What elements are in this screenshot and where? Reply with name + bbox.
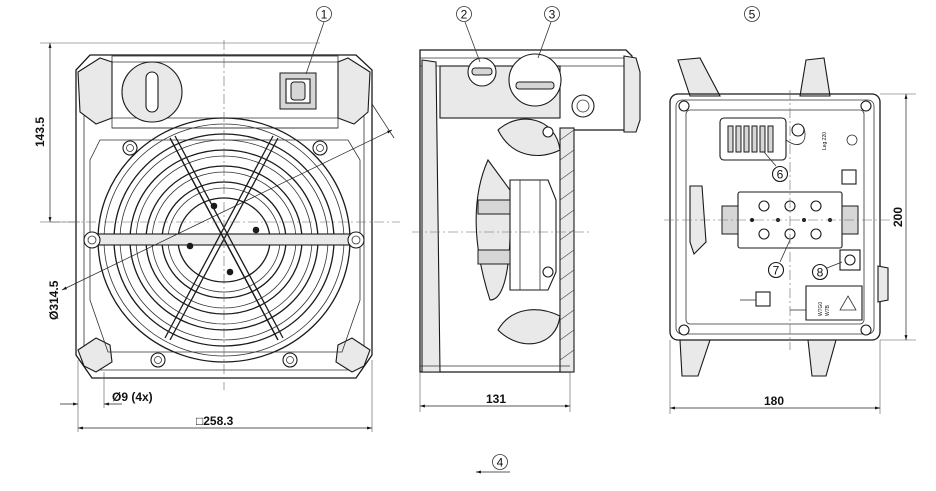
mount-screw [122, 140, 138, 156]
svg-text:3: 3 [549, 8, 556, 22]
label-top: Leg.220 [822, 132, 828, 150]
svg-text:5: 5 [749, 8, 756, 22]
callouts: 1 2 3 4 5 6 7 [305, 6, 843, 474]
callout-5: 5 [744, 6, 760, 22]
side-view [412, 49, 641, 373]
grille-mesh [559, 129, 575, 361]
box-dimensions: 200 180 [669, 93, 916, 414]
svg-text:8: 8 [817, 266, 824, 280]
dim-box-width: 180 [764, 394, 784, 408]
side-dimensions: 131 [419, 372, 571, 412]
mount-screw [282, 352, 298, 368]
label-bottom-1: W7G0 [818, 302, 824, 316]
callout-3: 3 [537, 6, 560, 59]
dim-diameter: Ø314.5 [47, 280, 61, 320]
dim-height-left: 143.5 [33, 117, 47, 147]
svg-text:7: 7 [773, 264, 780, 278]
svg-text:2: 2 [461, 8, 468, 22]
callout-8: 8 [811, 261, 843, 281]
front-dimensions: 143.5 Ø314.5 Ø9 (4x) □258.3 [33, 42, 373, 432]
dim-square: □258.3 [196, 414, 234, 428]
svg-text:6: 6 [777, 168, 784, 182]
mount-screw [83, 231, 101, 249]
callout-4: 4 [476, 454, 510, 474]
mount-screw [150, 352, 166, 368]
dim-box-height: 200 [891, 207, 905, 227]
label-bottom-2: W7B [825, 305, 831, 317]
connector-pins [727, 125, 774, 153]
front-view [50, 40, 400, 390]
mount-screw [347, 231, 365, 249]
mount-screw [312, 140, 328, 156]
dim-depth: 131 [486, 392, 506, 406]
callout-1: 1 [305, 6, 332, 75]
svg-text:4: 4 [497, 456, 504, 470]
callout-7: 7 [767, 239, 791, 279]
terminal-box-view: Leg.220 W7G0 W7B [664, 57, 900, 377]
callout-6: 6 [763, 151, 789, 183]
dim-holes: Ø9 (4x) [112, 390, 153, 404]
callout-2: 2 [456, 6, 481, 63]
svg-text:1: 1 [321, 8, 328, 22]
